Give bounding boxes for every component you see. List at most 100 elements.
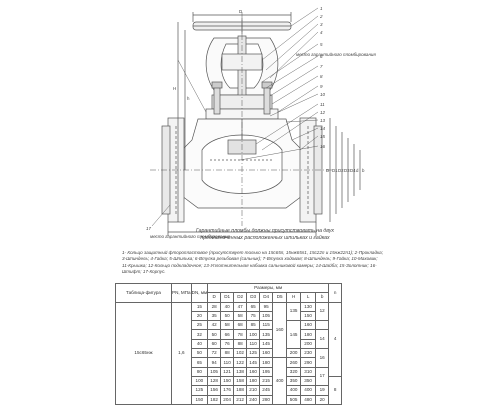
cell-d4: 115	[259, 320, 274, 331]
cell-d: 156	[207, 385, 222, 396]
callout-14: 14	[320, 126, 326, 131]
cell-dn: 20	[190, 310, 209, 322]
dim-height: H	[173, 86, 176, 91]
cell-d: 94	[207, 357, 222, 368]
cell-d2: 47	[233, 301, 248, 312]
callout-5: 5	[320, 42, 323, 47]
parts-legend: 1- Кольцо защитный фторопластовое (прису…	[122, 250, 384, 275]
cell-d4: 195	[259, 366, 274, 377]
cell-d5: 400	[272, 357, 288, 405]
cell-d1: 176	[220, 385, 235, 396]
cell-dn: 32	[190, 329, 209, 340]
stamp-note-bottom: место гарантийного пломбирования	[150, 233, 230, 239]
callout-6: 6	[320, 54, 323, 59]
th-h: H	[286, 292, 302, 303]
th-d3: D3	[246, 292, 261, 303]
cell-l: 160	[300, 320, 317, 331]
cell-d2: 138	[233, 366, 248, 377]
yoke	[205, 35, 279, 99]
cell-d4: 245	[259, 385, 274, 396]
callout-7: 7	[320, 64, 323, 69]
cell-l: 130	[300, 301, 317, 312]
dim-length: L	[239, 235, 242, 240]
cell-pn: 1,6	[171, 301, 192, 405]
cell-d1: 88	[220, 348, 235, 359]
dim-right-4: D4	[350, 168, 356, 173]
cell-d5: 160	[272, 301, 288, 359]
cell-d1: 110	[220, 357, 235, 368]
cell-d3: 100	[246, 329, 261, 340]
cell-b	[315, 320, 330, 331]
cell-figure: 15с65нж	[115, 301, 172, 405]
cell-l: 200	[300, 338, 317, 350]
callout-17: 17	[146, 226, 152, 231]
dim-right-1: D1	[332, 168, 338, 173]
callout-2: 2	[319, 14, 323, 19]
cell-b: 14	[315, 329, 330, 350]
th-dimensions: Размеры, мм	[207, 282, 330, 294]
th-n: n	[328, 283, 343, 303]
cell-d4: 180	[259, 357, 274, 368]
cell-dn: 100	[190, 375, 209, 387]
cell-n: 4	[328, 301, 343, 377]
callout-8: 8	[320, 74, 323, 79]
callout-3: 3	[320, 22, 323, 27]
cell-d1: 121	[220, 366, 235, 377]
cell-d1: 58	[220, 320, 235, 331]
callout-15: 15	[320, 134, 326, 139]
cell-d3: 110	[246, 338, 261, 350]
cell-d2: 68	[233, 320, 248, 331]
cell-b: 19	[315, 385, 330, 396]
cell-h: 145	[286, 320, 302, 350]
cell-d2: 78	[233, 329, 248, 340]
cell-b: 17	[315, 366, 330, 387]
cell-d1: 150	[220, 375, 235, 387]
cell-d2: 158	[233, 375, 248, 387]
cell-d2: 102	[233, 348, 248, 359]
dim-right-3: D3	[344, 168, 350, 173]
cell-d4: 160	[259, 348, 274, 359]
callout-16: 16	[320, 144, 326, 149]
cell-n: 8	[328, 375, 343, 405]
cell-d2: 188	[233, 385, 248, 396]
cell-dn: 25	[190, 320, 209, 331]
cell-l: 290	[300, 357, 317, 368]
cell-d4: 145	[259, 338, 274, 350]
dim-right-6: b	[362, 168, 365, 173]
cell-d1: 76	[220, 338, 235, 350]
cell-l: 230	[300, 348, 317, 359]
cell-d1: 50	[220, 310, 235, 322]
cell-d4: 215	[259, 375, 274, 387]
cell-h: 400	[286, 385, 302, 396]
th-dn: DN, мм	[190, 283, 209, 303]
th-d5: D5	[272, 292, 288, 303]
callout-12: 12	[320, 110, 326, 115]
cell-h: 200	[286, 348, 302, 359]
table-row: 15с65нж 1,6 15 28 40 47 65 95 160 135 13…	[115, 301, 343, 405]
th-b: b	[315, 292, 330, 303]
th-pn: PN, МПа	[171, 283, 192, 303]
cell-d: 42	[207, 320, 222, 331]
cell-d: 128	[207, 375, 222, 387]
callout-13: 13	[320, 118, 326, 123]
callout-11: 11	[320, 102, 325, 107]
dim-h: h	[187, 96, 190, 101]
cell-d3: 125	[246, 348, 261, 359]
dim-top: D	[239, 9, 242, 14]
th-figure: Таблица-фигура	[115, 283, 172, 303]
cell-d: 72	[207, 348, 222, 359]
cell-d3: 85	[246, 320, 261, 331]
cell-d: 28	[207, 301, 222, 312]
cell-dn: 125	[190, 385, 209, 396]
cell-d2: 58	[233, 310, 248, 322]
cell-d2: 88	[233, 338, 248, 350]
cell-l: 150	[300, 310, 317, 322]
cell-dn: 15	[190, 301, 209, 312]
cell-d3: 180	[246, 375, 261, 387]
cell-h: 260	[286, 357, 302, 368]
th-d: D	[207, 292, 222, 303]
cell-l: 310	[300, 366, 317, 377]
callout-10: 10	[320, 92, 326, 97]
cell-h: 135	[286, 301, 302, 322]
callout-4: 4	[320, 30, 323, 35]
